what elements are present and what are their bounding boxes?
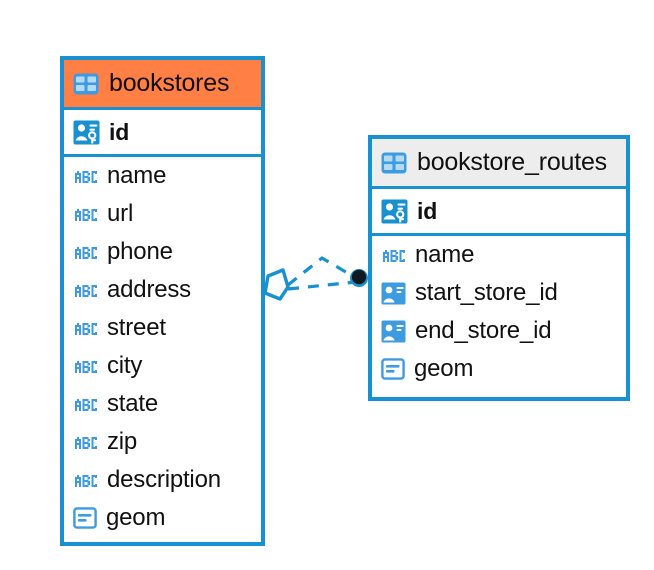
field-row-primary-key[interactable]: id [64, 110, 261, 157]
text-abc-icon [73, 397, 98, 411]
field-row-address[interactable]: address [64, 271, 261, 309]
entity-title: bookstores [109, 69, 230, 97]
field-row-name[interactable]: name [372, 236, 626, 274]
field-row-name[interactable]: name [64, 157, 261, 195]
foreign-key-icon [381, 282, 406, 305]
field-row-primary-key[interactable]: id [372, 189, 626, 236]
text-abc-icon [73, 283, 98, 297]
field-row-end-store-id[interactable]: end_store_id [372, 312, 626, 350]
field-label: geom [106, 504, 166, 531]
geometry-icon [381, 358, 405, 380]
primary-key-icon [73, 119, 100, 146]
field-row-phone[interactable]: phone [64, 233, 261, 271]
entity-field-list: id name [372, 189, 626, 388]
entity-bookstore-routes[interactable]: bookstore_routes id [368, 135, 630, 401]
field-label: description [107, 466, 221, 493]
field-label: id [109, 118, 130, 145]
entity-bookstores[interactable]: bookstores id [60, 56, 265, 546]
text-abc-icon [73, 435, 98, 449]
field-row-zip[interactable]: zip [64, 423, 261, 461]
field-label: address [107, 276, 191, 303]
geometry-icon [73, 507, 97, 529]
field-label: id [417, 197, 438, 224]
field-label: state [107, 390, 159, 417]
primary-key-icon [381, 198, 408, 225]
text-abc-icon [73, 473, 98, 487]
field-label: street [107, 314, 166, 341]
field-row-street[interactable]: street [64, 309, 261, 347]
field-row-city[interactable]: city [64, 347, 261, 385]
field-row-description[interactable]: description [64, 461, 261, 499]
field-row-start-store-id[interactable]: start_store_id [372, 274, 626, 312]
table-icon [381, 152, 407, 174]
entity-field-list: id name [64, 110, 261, 537]
text-abc-icon [73, 359, 98, 373]
crows-foot-many-icon [263, 268, 290, 301]
table-icon [73, 73, 99, 95]
foreign-key-icon [381, 320, 406, 343]
filled-circle-one-icon-ring [350, 269, 368, 287]
text-abc-icon [73, 245, 98, 259]
text-abc-icon [73, 207, 98, 221]
entity-header-bookstore-routes[interactable]: bookstore_routes [372, 139, 626, 189]
text-abc-icon [73, 321, 98, 335]
field-label: phone [107, 238, 173, 265]
relationship-line-upper [287, 256, 357, 287]
entity-header-bookstores[interactable]: bookstores [64, 60, 261, 110]
field-label: city [107, 352, 143, 379]
field-label: url [107, 200, 134, 227]
field-label: end_store_id [415, 317, 552, 344]
text-abc-icon [381, 248, 406, 262]
field-label: zip [107, 428, 138, 455]
field-row-geom[interactable]: geom [372, 350, 626, 388]
field-row-state[interactable]: state [64, 385, 261, 423]
filled-circle-one-icon [351, 269, 367, 285]
field-label: name [107, 162, 167, 189]
entity-title: bookstore_routes [417, 148, 607, 176]
field-label: name [415, 241, 475, 268]
field-label: geom [414, 355, 474, 382]
field-row-geom[interactable]: geom [64, 499, 261, 537]
field-row-url[interactable]: url [64, 195, 261, 233]
text-abc-icon [73, 169, 98, 183]
field-label: start_store_id [415, 279, 558, 306]
relationship-line-lower [287, 280, 357, 291]
